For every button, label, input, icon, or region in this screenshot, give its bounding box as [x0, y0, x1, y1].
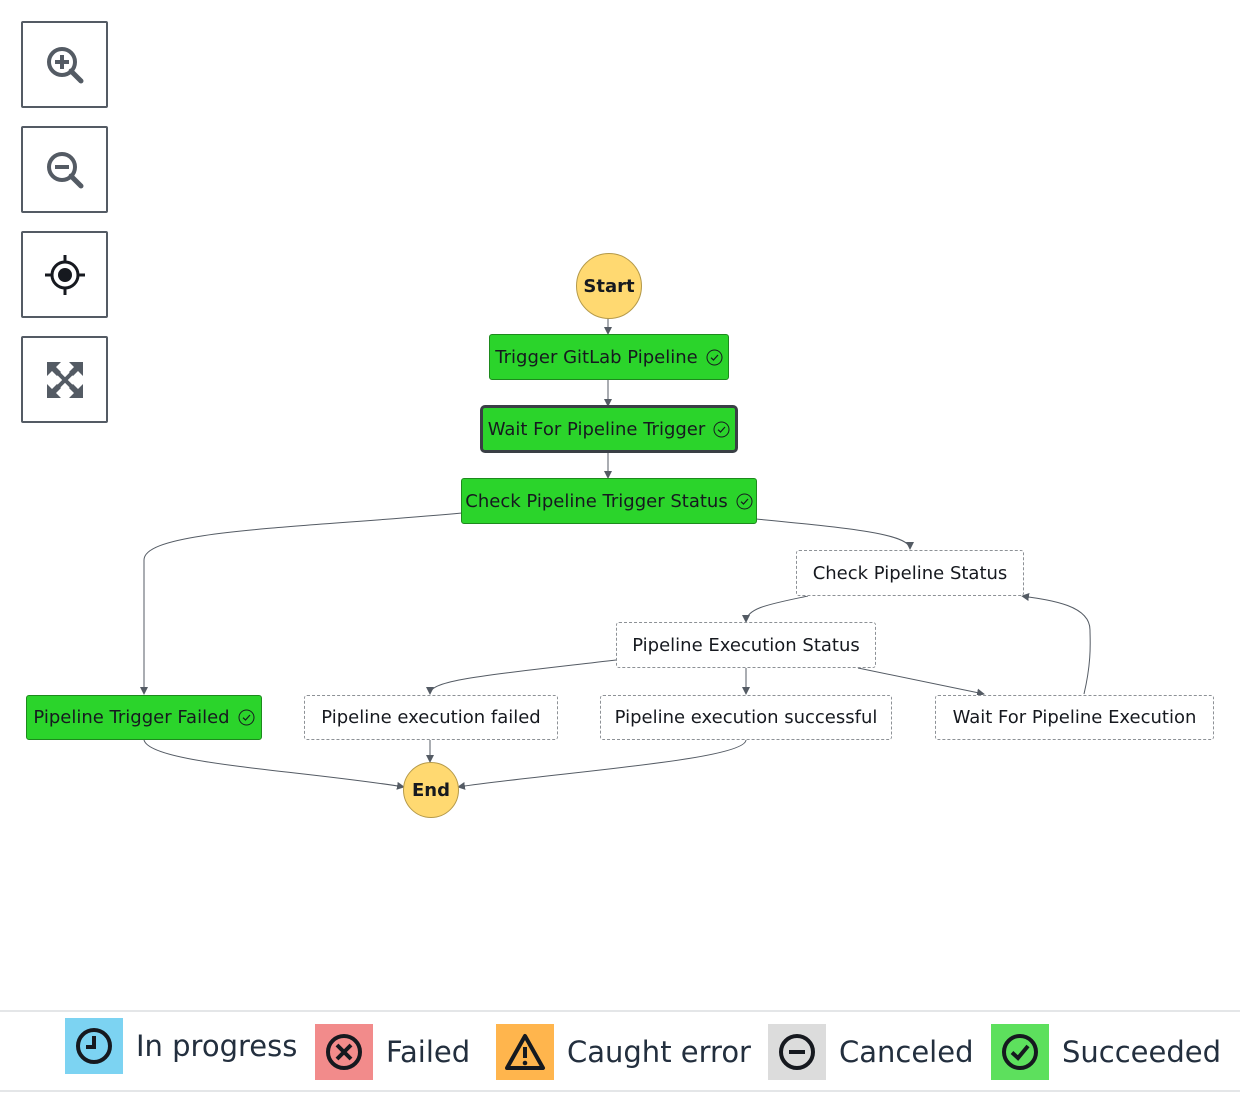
state-pipeline-execution-failed[interactable]: Pipeline execution failed — [304, 695, 558, 740]
edge-status-execstatus — [742, 595, 809, 623]
state-label: Wait For Pipeline Trigger — [487, 418, 706, 440]
legend-label: Caught error — [567, 1035, 751, 1069]
edge-execstatus-wait — [857, 667, 985, 697]
state-check-pipeline-status[interactable]: Check Pipeline Status — [796, 550, 1024, 596]
legend-label: Canceled — [839, 1035, 974, 1069]
legend-succeeded: Succeeded — [991, 1024, 1221, 1080]
warning-icon — [496, 1024, 554, 1080]
state-label: Check Pipeline Status — [812, 562, 1008, 584]
workflow-edges — [140, 318, 1091, 790]
zoom-out-button[interactable] — [21, 126, 108, 213]
state-label: Wait For Pipeline Execution — [952, 707, 1197, 728]
state-label: Trigger GitLab Pipeline — [495, 346, 698, 368]
state-label: Pipeline Execution Status — [632, 634, 860, 656]
start-node[interactable]: Start — [576, 253, 642, 319]
check-circle-icon — [238, 709, 255, 726]
legend-caught-error: Caught error — [496, 1024, 751, 1080]
state-wait-for-pipeline-execution[interactable]: Wait For Pipeline Execution — [935, 695, 1214, 740]
legend-label: Failed — [386, 1035, 471, 1069]
minus-circle-icon — [768, 1024, 826, 1080]
check-circle-icon — [991, 1024, 1049, 1080]
state-pipeline-trigger-failed[interactable]: Pipeline Trigger Failed — [26, 695, 262, 740]
center-button[interactable] — [21, 231, 108, 318]
edge-check-failed — [140, 512, 463, 695]
check-circle-icon — [736, 493, 753, 510]
zoom-in-button[interactable] — [21, 21, 108, 108]
state-pipeline-execution-status[interactable]: Pipeline Execution Status — [616, 622, 876, 668]
legend-failed: Failed — [315, 1024, 470, 1080]
edge-check-status — [755, 518, 914, 550]
edge-success-end — [457, 739, 747, 790]
zoom-in-icon — [46, 46, 83, 83]
state-pipeline-execution-successful[interactable]: Pipeline execution successful — [600, 695, 892, 740]
fit-icon — [46, 361, 83, 398]
center-icon — [44, 254, 85, 295]
clock-icon — [65, 1018, 123, 1074]
x-circle-icon — [315, 1024, 373, 1080]
edge-execstatus-failed — [426, 659, 617, 695]
state-label: Pipeline Trigger Failed — [33, 707, 230, 728]
fit-to-screen-button[interactable] — [21, 336, 108, 423]
check-circle-icon — [713, 421, 730, 438]
state-wait-for-pipeline-trigger[interactable]: Wait For Pipeline Trigger — [480, 405, 738, 453]
state-label: Pipeline execution successful — [614, 707, 878, 728]
edge-wait-status-loop — [1021, 593, 1091, 695]
state-trigger-gitlab-pipeline[interactable]: Trigger GitLab Pipeline — [489, 334, 729, 380]
check-circle-icon — [706, 349, 723, 366]
legend-label: Succeeded — [1062, 1035, 1222, 1069]
state-check-pipeline-trigger-status[interactable]: Check Pipeline Trigger Status — [461, 478, 757, 524]
legend-label: In progress — [136, 1029, 298, 1063]
zoom-out-icon — [46, 151, 83, 188]
state-label: Check Pipeline Trigger Status — [465, 490, 728, 512]
legend-in-progress: In progress — [65, 1018, 297, 1074]
status-legend: In progress Failed Caught error Canceled… — [0, 1010, 1240, 1092]
edge-triggerfailed-end — [143, 739, 405, 790]
end-node[interactable]: End — [403, 762, 459, 818]
legend-canceled: Canceled — [768, 1024, 974, 1080]
state-label: Pipeline execution failed — [321, 707, 541, 728]
